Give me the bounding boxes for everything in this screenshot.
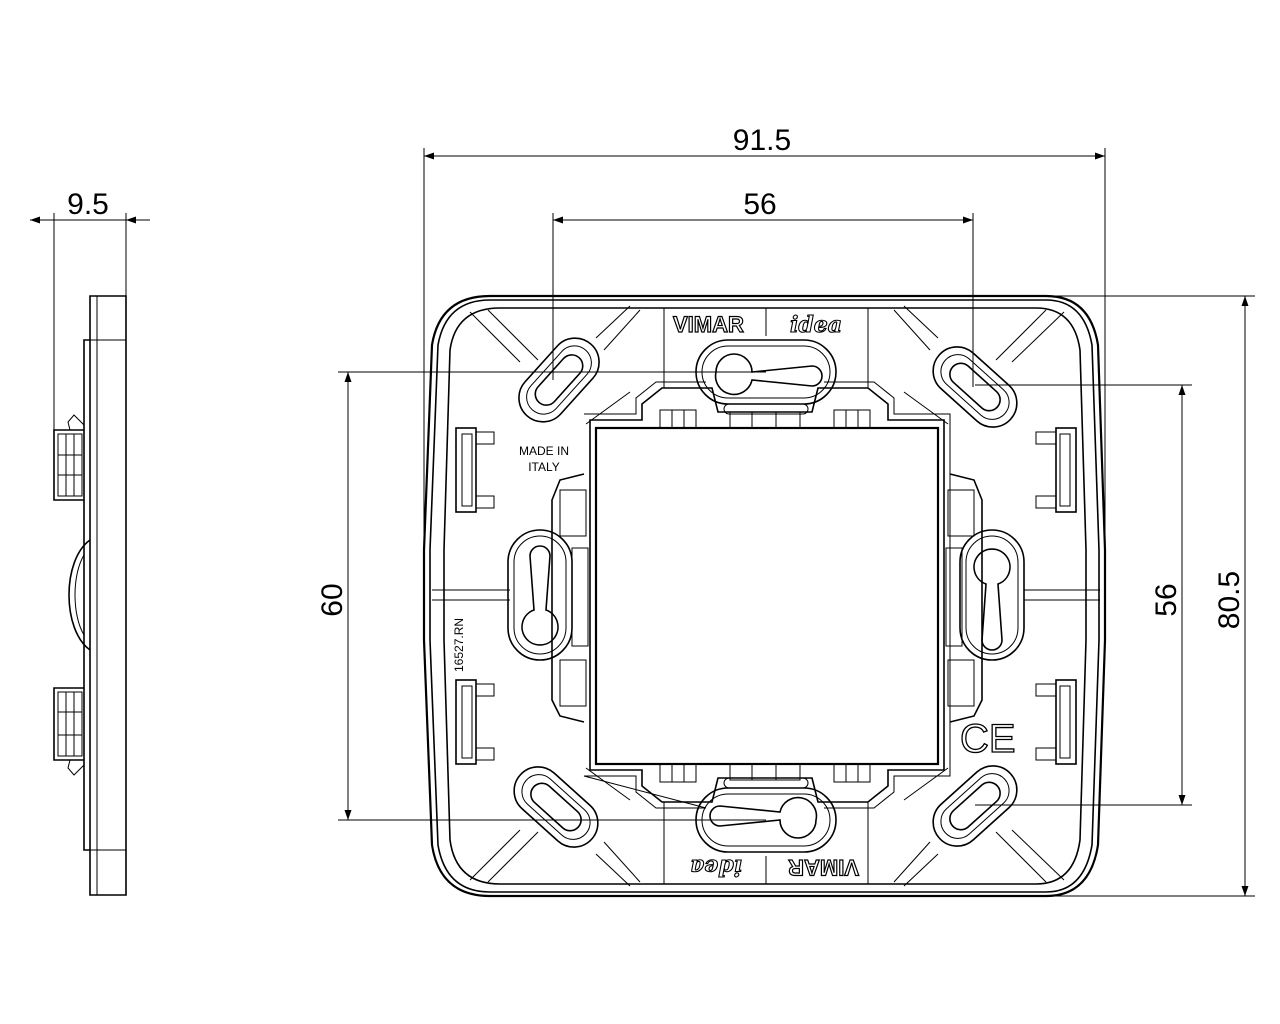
dim-label-overall-height: 80.5 [1213, 571, 1246, 629]
corner-ribs [432, 305, 1100, 887]
keyhole-top [695, 339, 837, 415]
side-clip-lower [53, 687, 85, 776]
front-dimensions: 91.5 56 60 56 80.5 [316, 124, 1255, 897]
clip-windows [455, 427, 1077, 765]
dim-label-side-depth: 9.5 [67, 188, 109, 221]
slot-top-left [518, 337, 600, 423]
series-marking-bottom: idea [690, 854, 742, 880]
brand-marking-bottom: VIMAR [788, 855, 859, 880]
teeth-top [659, 409, 871, 429]
frame-outline [422, 294, 1107, 898]
keyhole-bottom [695, 777, 837, 853]
dimension-hole-spacing-horizontal: 56 [553, 188, 973, 224]
side-ribs [551, 473, 983, 723]
dimension-side-depth: 9.5 [30, 188, 150, 224]
conformity-marking: CE [960, 717, 1016, 761]
front-view: VIMAR idea VIMAR idea MADE IN ITALY 1652… [422, 294, 1107, 898]
slot-top-right [932, 346, 1018, 428]
brand-marking-top: VIMAR [673, 312, 744, 337]
origin-marking-line1: MADE IN [519, 444, 569, 458]
slot-bottom-left [513, 766, 599, 848]
slot-bottom-right [932, 765, 1018, 847]
teeth-bottom [659, 763, 871, 783]
dimension-hole-spacing-vertical-right: 56 [1150, 385, 1186, 805]
origin-marking-line2: ITALY [528, 460, 560, 474]
dimension-hole-spacing-vertical-left: 60 [316, 372, 352, 820]
side-view: 9.5 [30, 188, 150, 896]
side-clip-upper [53, 414, 85, 501]
keyhole-left [507, 529, 573, 661]
dim-label-hole-spacing-vertical-right: 56 [1150, 583, 1183, 616]
dim-label-hole-spacing-horizontal: 56 [743, 188, 776, 221]
dimension-overall-height: 80.5 [1213, 296, 1249, 896]
dim-label-hole-spacing-vertical-left: 60 [316, 583, 349, 616]
series-marking-top: idea [790, 312, 842, 338]
dim-label-overall-width: 91.5 [733, 124, 791, 157]
central-opening [594, 426, 940, 766]
keyhole-right [959, 529, 1025, 661]
part-code-marking: 16527.RN [452, 618, 466, 672]
dimension-overall-width: 91.5 [424, 124, 1105, 160]
